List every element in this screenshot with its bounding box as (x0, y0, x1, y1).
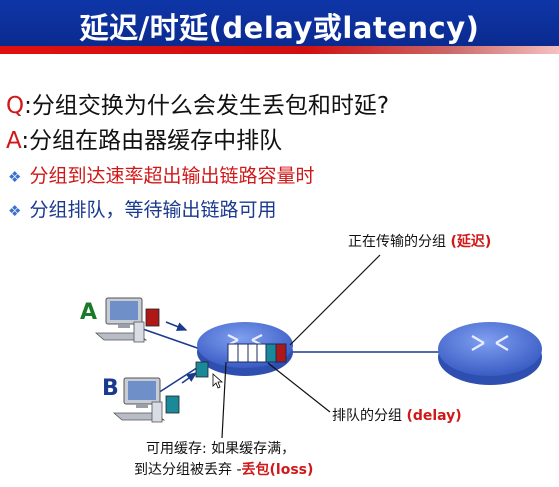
bullet-2: ❖ 分组排队，等待输出链路可用 (8, 195, 276, 222)
answer-line: A:分组在路由器缓存中排队 (6, 121, 282, 155)
answer-text: :分组在路由器缓存中排队 (21, 128, 283, 154)
arrow-b-icon (181, 372, 198, 384)
queued-label-text: 排队的分组 (332, 408, 402, 424)
queued-packet-teal (265, 343, 277, 363)
link-a-to-router (139, 327, 204, 351)
right-router-icon (438, 322, 542, 385)
host-a-label: A (80, 300, 98, 325)
bullet-1: ❖ 分组到达速率超出输出链路容量时 (8, 161, 314, 188)
host-b-computer-icon (112, 377, 166, 423)
callout-queued (267, 362, 331, 413)
buffer-label-line-2: 到达分组被丢弃 -丢包(loss) (134, 459, 313, 479)
buffer-label-prefix: 到达分组被丢弃 - (134, 462, 242, 478)
host-a-computer-icon (94, 297, 148, 343)
transmitting-label-text: 正在传输的分组 (348, 234, 446, 250)
packet-from-a (145, 308, 160, 327)
transmitting-label-tag: (延迟) (450, 234, 492, 250)
slide-title: 延迟/时延(delay或latency) (79, 11, 480, 45)
arrow-a-icon (165, 321, 188, 331)
transmitting-packet (275, 343, 287, 363)
diamond-bullet-icon: ❖ (8, 168, 22, 186)
answer-tag: A (6, 128, 22, 154)
queued-label: 排队的分组 (delay) (332, 405, 462, 425)
title-bar (0, 0, 559, 46)
packet-arriving (195, 361, 209, 378)
buffer-label-loss: 丢包(loss) (241, 462, 314, 478)
buffer-label-line-1: 可用缓存: 如果缓存满， (146, 441, 296, 457)
transmitting-label: 正在传输的分组 (延迟) (348, 231, 491, 251)
diamond-bullet-icon: ❖ (8, 202, 22, 220)
callout-buffer (221, 361, 227, 439)
mouse-cursor-icon (212, 373, 224, 389)
bullet-1-text: 分组到达速率超出输出链路容量时 (29, 165, 315, 187)
question-text: :分组交换为什么会发生丢包和时延? (24, 93, 390, 119)
title-accent-stripe (0, 46, 559, 54)
bullet-2-text: 分组排队，等待输出链路可用 (29, 199, 277, 221)
question-line: Q:分组交换为什么会发生丢包和时延? (6, 86, 389, 120)
router-queue-buffer (227, 343, 287, 363)
callout-transmitting (289, 254, 381, 346)
question-tag: Q (6, 93, 25, 119)
queued-label-tag: (delay) (406, 408, 462, 424)
packet-from-b (165, 395, 180, 414)
host-b-label: B (102, 376, 119, 401)
